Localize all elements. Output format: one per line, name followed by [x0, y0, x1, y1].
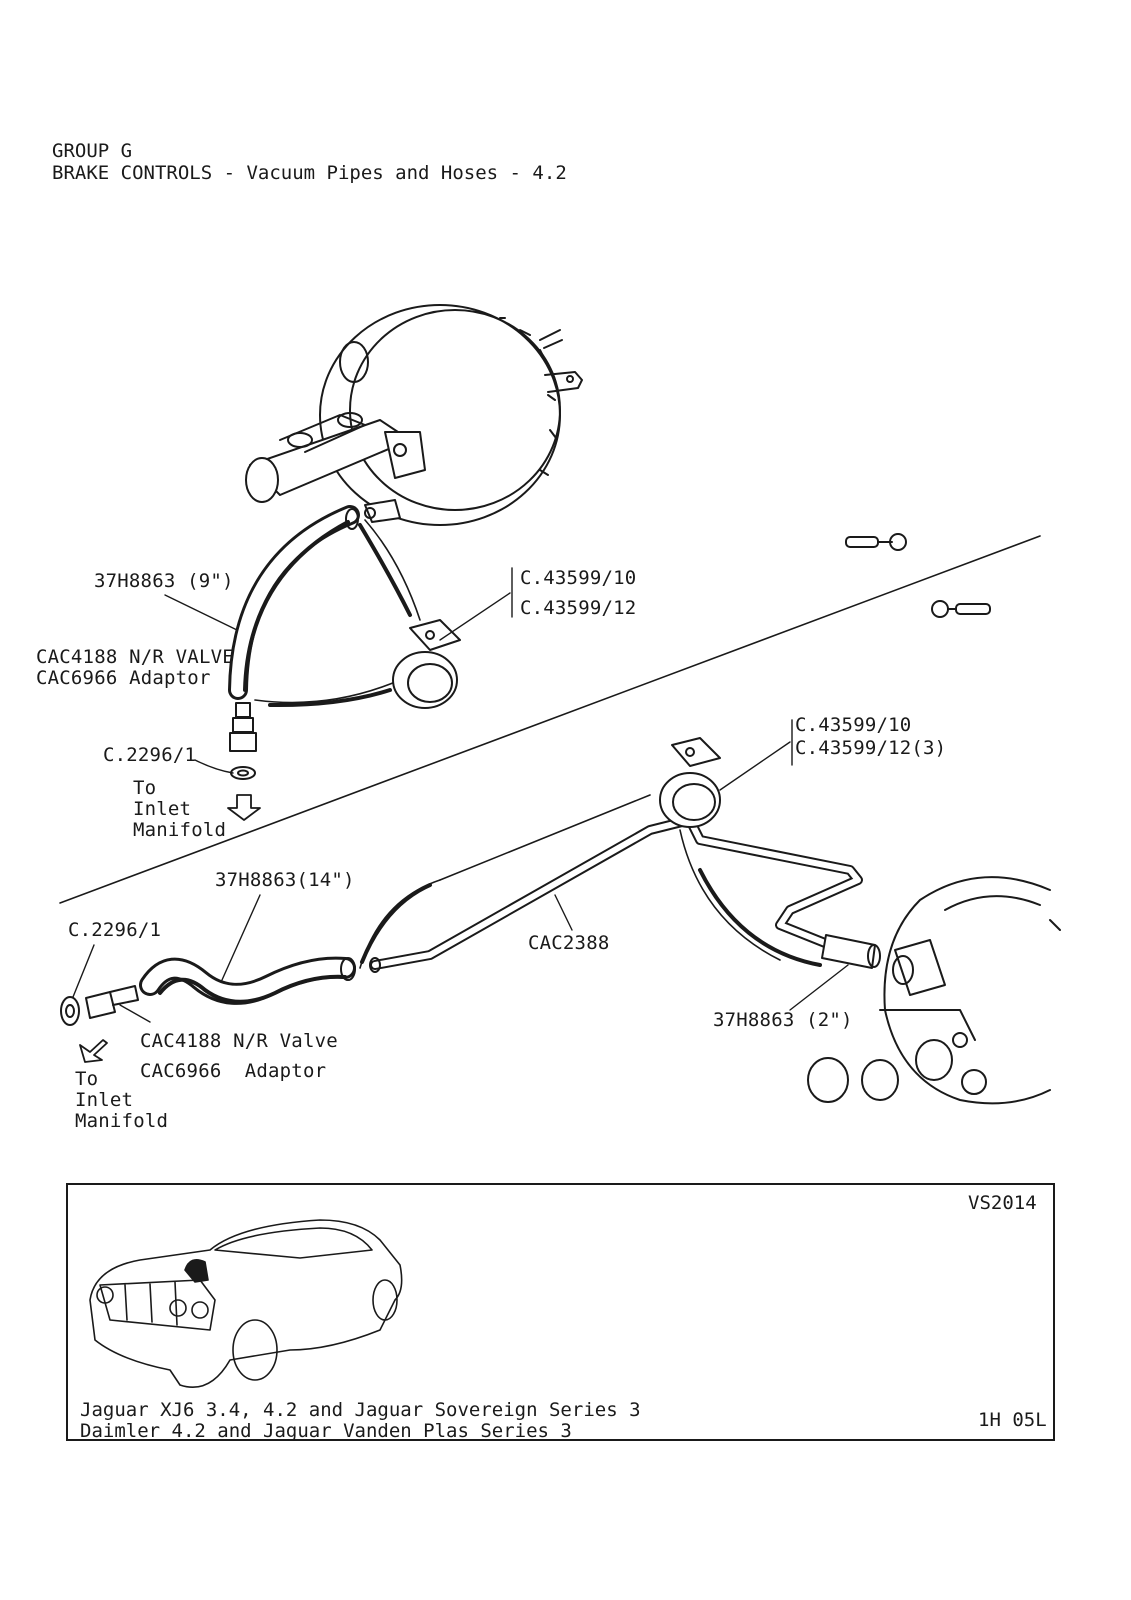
lower-clip-label-2: C.43599/12(3): [795, 737, 947, 759]
car-illustration: [89, 1219, 403, 1389]
lower-left-arrow: [79, 1039, 108, 1063]
upper-to-label: To: [133, 777, 157, 799]
lower-pipe-cac2388-illustration: [369, 815, 863, 973]
lower-hose-14in-label: 37H8863(14"): [215, 869, 355, 891]
legend-code: 1H 05L: [978, 1409, 1047, 1431]
legend-box: [66, 1183, 1055, 1441]
lower-inlet-label: Inlet: [75, 1089, 134, 1111]
legend-line-1: Jaguar XJ6 3.4, 4.2 and Jaguar Sovereign…: [80, 1399, 641, 1421]
lower-washer-label: C.2296/1: [68, 919, 162, 941]
lower-hose-2in-label: 37H8863 (2"): [713, 1009, 853, 1031]
lower-hose-2in-illustration: [821, 934, 881, 969]
upper-hose-9in-label: 37H8863 (9"): [94, 570, 234, 592]
lower-servo-illustration: [807, 876, 1061, 1105]
upper-clip-label-2: C.43599/12: [520, 597, 637, 619]
lower-to-label: To: [75, 1068, 99, 1090]
page-header: GROUP G BRAKE CONTROLS - Vacuum Pipes an…: [52, 140, 567, 184]
lower-clip-label-1: C.43599/10: [795, 714, 912, 736]
upper-valve-illustration: [229, 702, 257, 780]
lower-adaptor-label: CAC6966 Adaptor: [140, 1060, 327, 1082]
group-title: GROUP G: [52, 140, 133, 162]
upper-washer-label: C.2296/1: [103, 744, 197, 766]
upper-adaptor-label: CAC6966 Adaptor: [36, 667, 211, 689]
upper-manifold-label: Manifold: [133, 819, 227, 841]
lower-valve-label: CAC4188 N/R Valve: [140, 1030, 338, 1052]
lower-hose-14in-illustration: [139, 956, 356, 1005]
loose-clip-parts-illustration: [845, 533, 991, 618]
upper-servo-illustration: [245, 304, 583, 526]
section-title: BRAKE CONTROLS - Vacuum Pipes and Hoses …: [52, 162, 567, 184]
upper-hose-9in-illustration: [228, 505, 360, 700]
lower-valve-illustration: [60, 985, 139, 1026]
upper-inlet-label: Inlet: [133, 798, 192, 820]
upper-hose-clip-illustration: [392, 619, 461, 709]
lower-hose-clip-illustration: [659, 737, 721, 828]
lower-pipe-label: CAC2388: [528, 932, 610, 954]
upper-valve-label: CAC4188 N/R VALVE: [36, 646, 234, 668]
legend-ref: VS2014: [968, 1192, 1037, 1214]
legend-line-2: Daimler 4.2 and Jaguar Vanden Plas Serie…: [80, 1420, 572, 1442]
divider-line: [59, 535, 1041, 904]
upper-down-arrow: [227, 794, 261, 821]
upper-clip-label-1: C.43599/10: [520, 567, 637, 589]
lower-manifold-label: Manifold: [75, 1110, 169, 1132]
